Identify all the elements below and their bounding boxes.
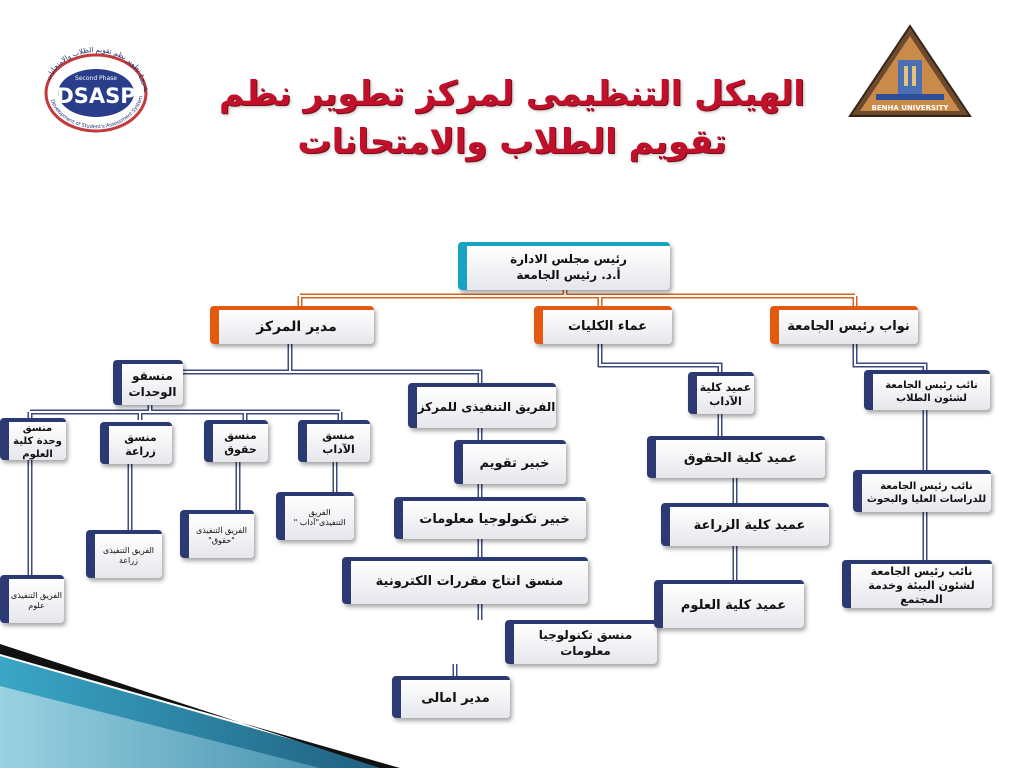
benha-university-logo: BENHA UNIVERSITY xyxy=(846,22,974,122)
director-node: مدير المركز xyxy=(210,306,374,344)
team-science-label: الفريق التنفيذى علوم xyxy=(11,590,62,610)
vp-students-node: نائب رئيس الجامعة لشئون الطلاب xyxy=(864,370,990,410)
dean-agri-label: عميد كلية الزراعة xyxy=(693,518,806,534)
it-expert-label: خبير تكنولوجيا معلومات xyxy=(419,511,570,527)
dean-arts-node: عميد كلية الآداب xyxy=(688,372,754,414)
finance-manager-node: مدير امالى xyxy=(392,676,510,718)
title-line-1: الهيكل التنظيمى لمركز تطوير نظم xyxy=(219,74,805,114)
team-arts-label: الفريق التنفيذى"آداب " xyxy=(293,507,346,527)
dean-law-label: عميد كلية الحقوق xyxy=(683,450,798,466)
logo-university-name: BENHA UNIVERSITY xyxy=(872,104,950,112)
page-title: الهيكل التنظيمى لمركز تطوير نظم تقويم ال… xyxy=(0,70,1024,166)
finance-manager-label: مدير امالى xyxy=(421,690,490,706)
econtent-coord-node: منسق انتاج مقررات الكترونية xyxy=(342,557,588,604)
title-line-2: تقويم الطلاب والامتحانات xyxy=(297,122,727,162)
exec-team-label: الفريق التنفيذى للمركز xyxy=(417,399,556,414)
vice-presidents-node: نواب رئيس الجامعة xyxy=(770,306,918,344)
team-law-label: الفريق التنفيذى "حقوق" xyxy=(196,525,247,545)
it-expert-node: خبير تكنولوجيا معلومات xyxy=(394,497,586,539)
vp-students-label: نائب رئيس الجامعة لشئون الطلاب xyxy=(885,380,978,404)
coord-law-label: منسق حقوق xyxy=(224,428,257,456)
coord-agri-label: منسق زراعة xyxy=(124,430,157,458)
dean-science-node: عميد كلية العلوم xyxy=(654,580,804,628)
team-arts-node: الفريق التنفيذى"آداب " xyxy=(276,492,354,540)
units-coordinator-label: منسقو الوحدات xyxy=(128,368,177,399)
vp-community-label: نائب رئيس الجامعة لشئون البيئة وخدمة الم… xyxy=(868,564,975,607)
vp-graduate-label: نائب رئيس الجامعة للدراسات العليا والبحو… xyxy=(866,481,987,505)
vp-graduate-node: نائب رئيس الجامعة للدراسات العليا والبحو… xyxy=(853,470,991,512)
econtent-coord-label: منسق انتاج مقررات الكترونية xyxy=(375,574,564,590)
logo-abbr: DSASP xyxy=(56,84,135,108)
dean-agri-node: عميد كلية الزراعة xyxy=(661,503,829,546)
assessment-expert-label: خبير تقويم xyxy=(479,455,550,471)
coord-science-label: منسق وحدة كلية العلوم xyxy=(13,422,62,460)
dean-arts-label: عميد كلية الآداب xyxy=(699,380,752,408)
root-line-1: رئيس مجلس الادارة xyxy=(510,252,627,267)
it-coord-label: منسق تكنولوجيا معلومات xyxy=(538,628,633,658)
team-law-node: الفريق التنفيذى "حقوق" xyxy=(180,510,254,558)
assessment-expert-node: خبير تقويم xyxy=(454,440,566,484)
coord-agri-node: منسق زراعة xyxy=(100,422,172,464)
deans-label: عماء الكليات xyxy=(567,318,648,334)
vice-presidents-label: نواب رئيس الجامعة xyxy=(787,318,910,334)
units-coordinator-node: منسقو الوحدات xyxy=(113,360,183,405)
dsasp-logo: مشروع تطوير نظم تقويم الطلاب والامتحانات… xyxy=(33,34,156,135)
decorative-corner-stripes xyxy=(0,640,400,768)
exec-team-node: الفريق التنفيذى للمركز xyxy=(408,383,556,428)
deans-node: عماء الكليات xyxy=(534,306,672,344)
director-label: مدير المركز xyxy=(256,318,337,335)
team-science-node: الفريق التنفيذى علوم xyxy=(0,575,64,623)
vp-community-node: نائب رئيس الجامعة لشئون البيئة وخدمة الم… xyxy=(842,560,992,608)
team-agri-node: الفريق التنفيذى زراعة xyxy=(86,530,162,578)
coord-law-node: منسق حقوق xyxy=(204,420,268,462)
it-coord-node: منسق تكنولوجيا معلومات xyxy=(505,620,657,664)
logo-phase: Second Phase xyxy=(75,75,117,82)
coord-science-node: منسق وحدة كلية العلوم xyxy=(0,418,66,460)
chart-root-node: رئيس مجلس الادارة أ.د. رئيس الجامعة xyxy=(458,242,670,290)
dean-science-label: عميد كلية العلوم xyxy=(680,597,787,613)
coord-arts-label: منسق الآداب xyxy=(322,428,355,456)
coord-arts-node: منسق الآداب xyxy=(298,420,370,462)
dean-law-node: عميد كلية الحقوق xyxy=(647,436,825,478)
root-line-2: أ.د. رئيس الجامعة xyxy=(516,268,621,282)
team-agri-label: الفريق التنفيذى زراعة xyxy=(103,545,154,565)
